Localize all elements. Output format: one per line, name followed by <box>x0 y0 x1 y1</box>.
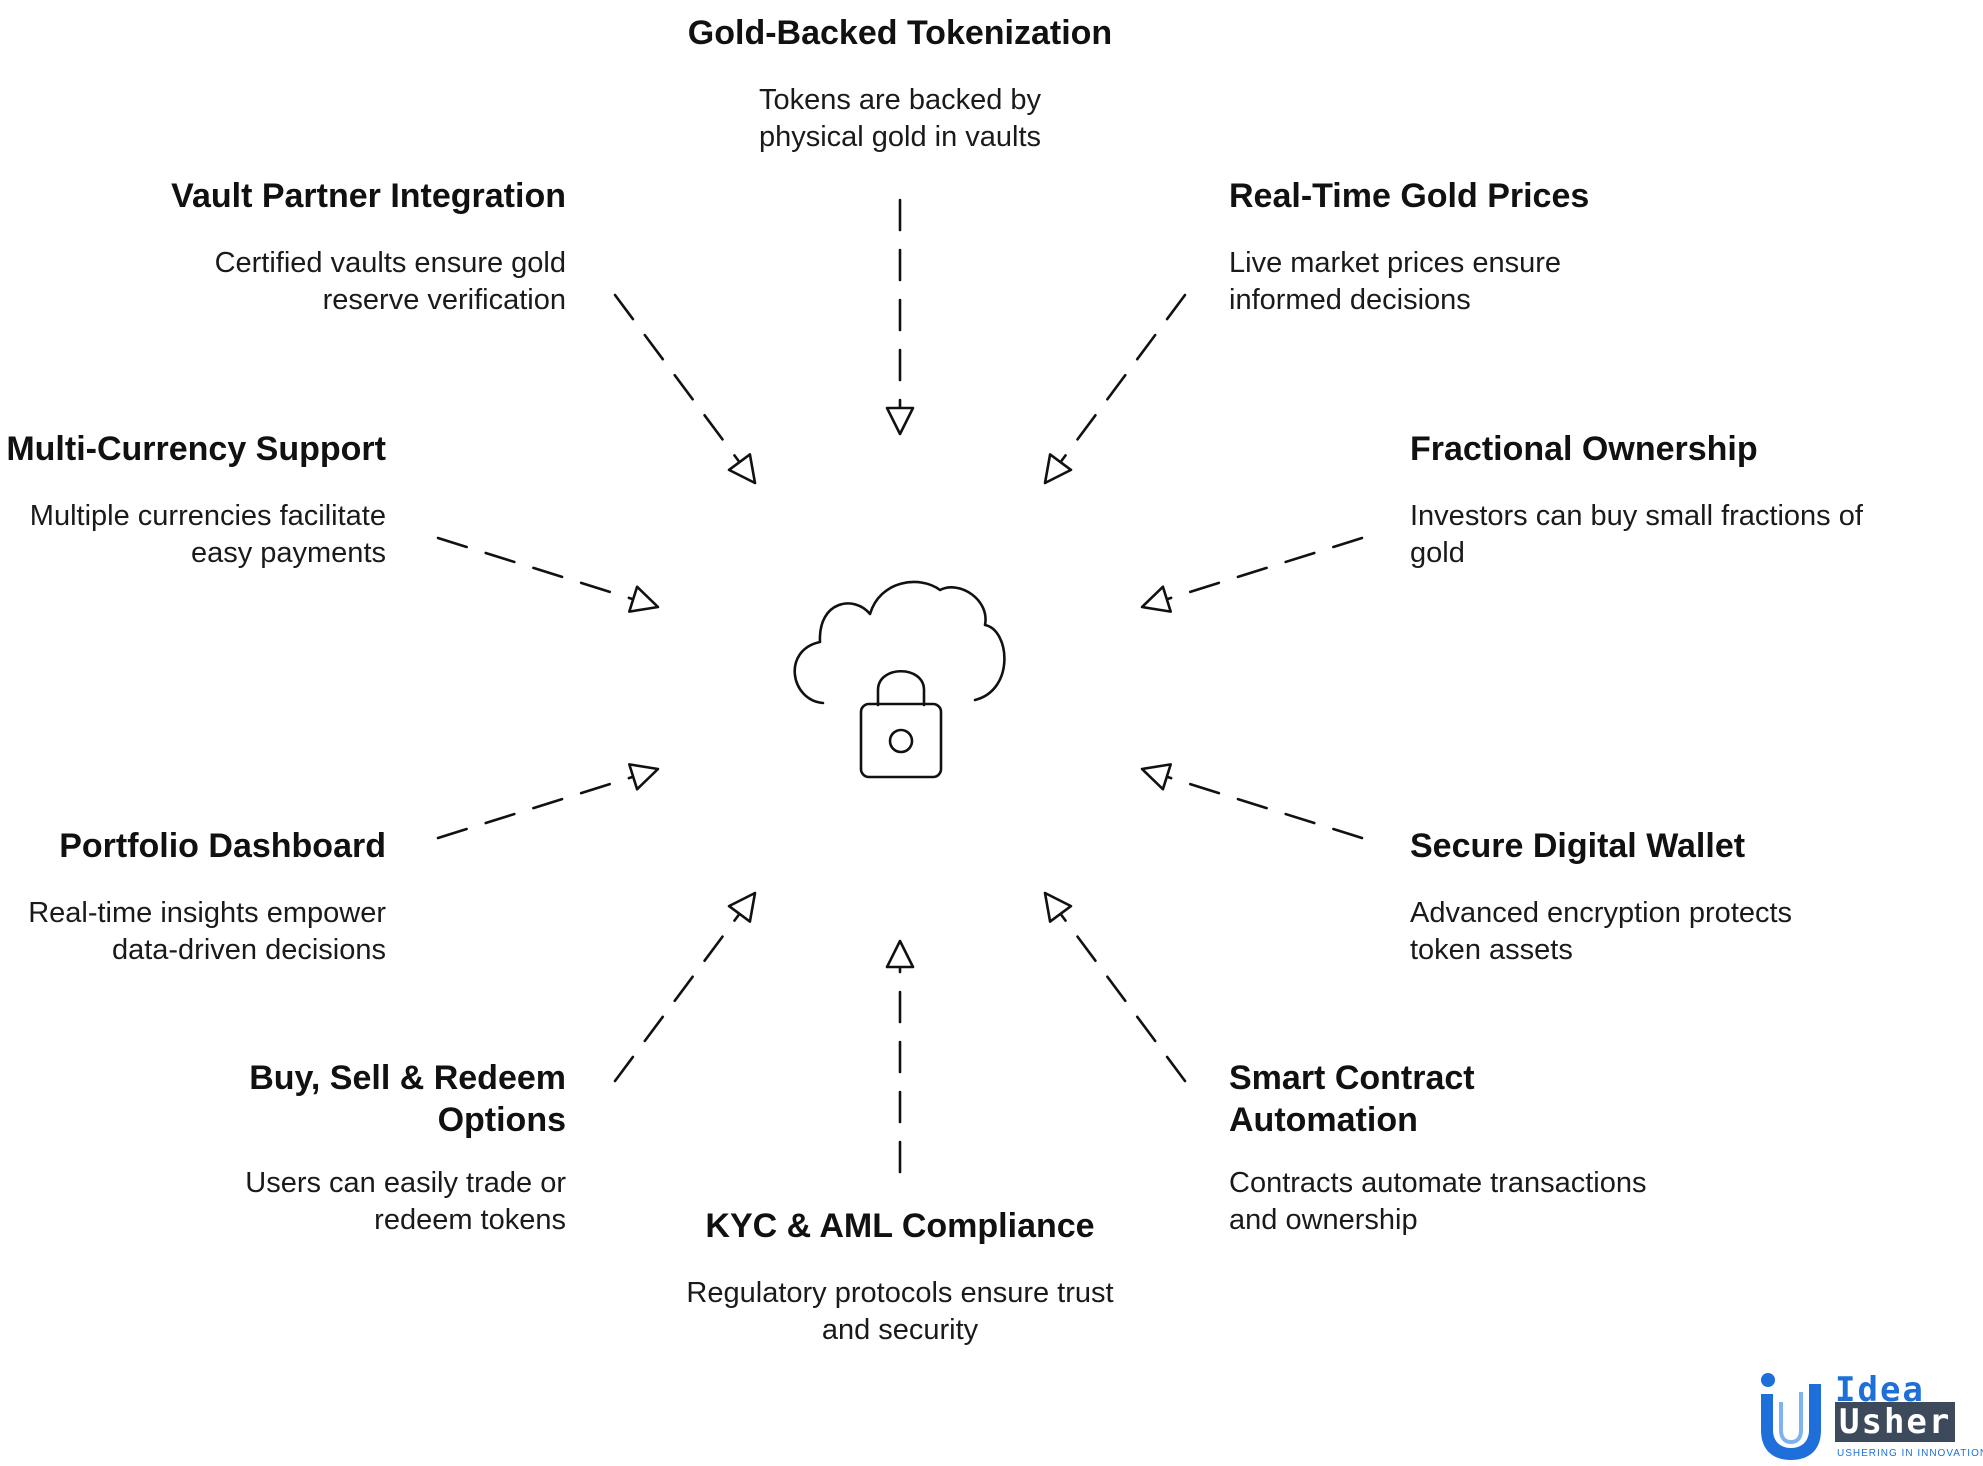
arrow-shaft <box>1059 912 1187 1083</box>
arrow-group <box>436 198 1364 1174</box>
brand-logo: Idea Usher USHERING IN INNOVATION <box>1755 1370 1983 1466</box>
node-title: Gold-Backed Tokenization <box>687 14 1113 52</box>
lock-keyhole <box>888 728 914 754</box>
node-fractional: Fractional Ownership Investors can buy s… <box>1410 428 1950 572</box>
arrow-head <box>627 763 660 791</box>
arrow-gold-backed <box>885 198 915 436</box>
arrow-head <box>727 453 757 485</box>
node-secure-wallet: Secure Digital Wallet Advanced encryptio… <box>1410 825 1910 969</box>
arrow-shaft <box>1059 293 1187 464</box>
arrow-shaft <box>1165 536 1364 601</box>
node-real-time: Real-Time Gold Prices Live market prices… <box>1229 175 1709 319</box>
node-title: Multi-Currency Support <box>6 430 386 468</box>
lock-shackle <box>876 669 926 707</box>
arrow-smart-contract <box>1043 891 1187 1083</box>
node-multi-currency: Multi-Currency Support Multiple currenci… <box>0 428 386 572</box>
arrow-multi-currency <box>436 536 660 613</box>
logo-tagline: USHERING IN INNOVATION <box>1837 1448 1983 1459</box>
arrow-fractional <box>1140 536 1364 613</box>
node-title: KYC & AML Compliance <box>705 1207 1095 1245</box>
arrow-head <box>1140 585 1172 613</box>
arrow-head <box>1140 763 1172 791</box>
arrow-secure-wallet <box>1140 763 1364 840</box>
arrow-head <box>885 406 915 436</box>
arrow-shaft <box>436 775 635 840</box>
cloud-outline <box>793 580 1006 705</box>
node-vault-partner: Vault Partner Integration Certified vaul… <box>110 175 566 319</box>
arrow-portfolio <box>436 763 660 840</box>
arrow-head <box>1043 891 1073 923</box>
arrow-kyc <box>885 939 915 1174</box>
logo-u-mark <box>1761 1373 1821 1460</box>
arrow-shaft <box>613 912 741 1083</box>
arrow-shaft <box>613 293 741 464</box>
node-portfolio: Portfolio Dashboard Real-time insights e… <box>0 825 386 969</box>
node-gold-backed: Gold-Backed Tokenization Tokens are back… <box>660 12 1140 156</box>
arrow-head <box>627 585 660 613</box>
logo-text-usher: Usher <box>1835 1402 1956 1442</box>
node-title: Fractional Ownership <box>1410 430 1758 468</box>
arrow-buy-sell <box>613 891 757 1083</box>
arrow-head <box>727 891 757 923</box>
node-title: Real-Time Gold Prices <box>1229 177 1590 215</box>
arrow-head <box>1043 453 1073 485</box>
arrow-shaft <box>1165 775 1364 840</box>
arrow-shaft <box>436 536 635 601</box>
arrow-vault-partner <box>613 293 757 485</box>
node-kyc: KYC & AML Compliance Regulatory protocol… <box>640 1205 1160 1349</box>
lock-body <box>859 702 943 779</box>
arrow-real-time <box>1043 293 1187 485</box>
node-title: Secure Digital Wallet <box>1410 827 1746 865</box>
node-title: Portfolio Dashboard <box>59 827 386 865</box>
node-title: Vault Partner Integration <box>171 177 566 215</box>
arrow-head <box>885 939 915 969</box>
